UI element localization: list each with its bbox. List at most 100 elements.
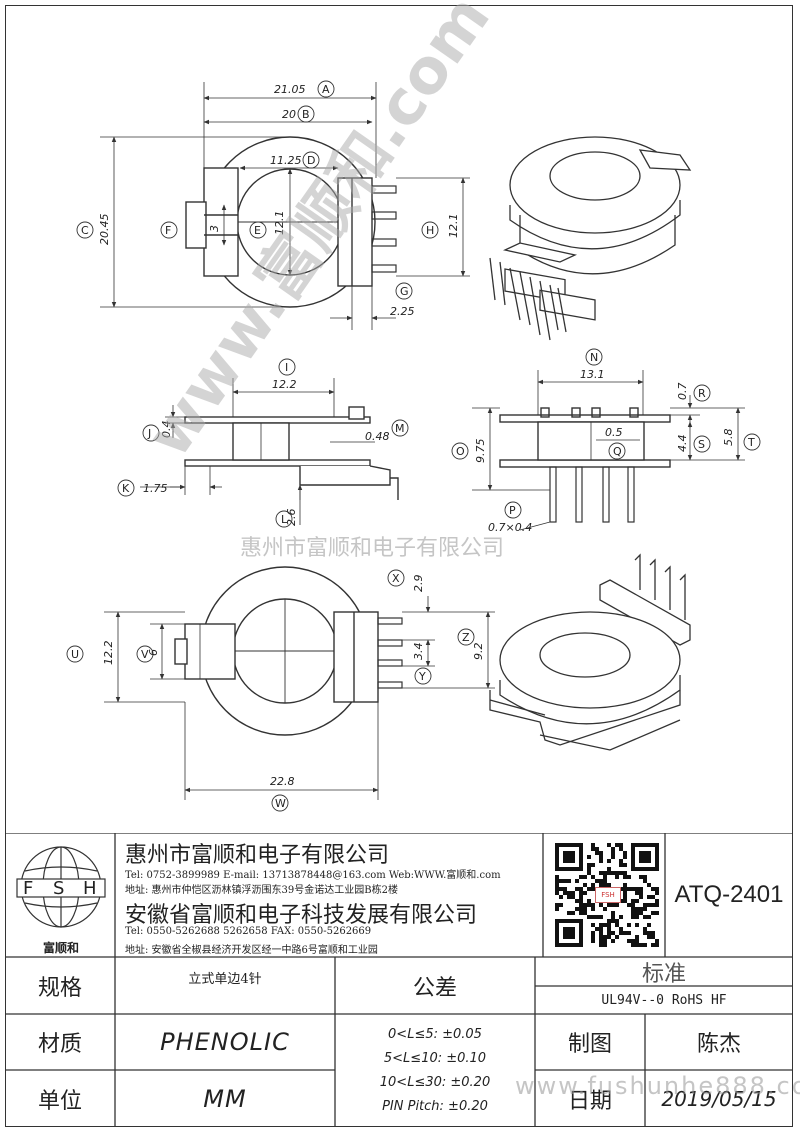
svg-text:4.4: 4.4	[676, 435, 689, 453]
svg-text:13.1: 13.1	[580, 368, 605, 381]
side-view-right	[472, 370, 745, 531]
mid-pins	[549, 466, 635, 523]
svg-text:20.45: 20.45	[98, 214, 111, 246]
svg-text:11.25: 11.25	[270, 154, 302, 167]
left-tab	[203, 167, 239, 277]
material-label: 材质	[37, 1032, 82, 1057]
svg-text:12.2: 12.2	[272, 378, 297, 391]
svg-text:W: W	[275, 797, 286, 810]
svg-text:3: 3	[208, 225, 221, 232]
svg-text:5.8: 5.8	[722, 429, 735, 447]
svg-text:22.8: 22.8	[270, 775, 295, 788]
drawing-sheet	[5, 5, 793, 1127]
svg-text:6: 6	[147, 649, 160, 656]
company-logo: F S H 富顺和	[15, 841, 107, 955]
site-watermark: www.fushunhe888.com	[515, 1072, 800, 1100]
iso-view-upper	[489, 136, 692, 341]
tolerance-list: 0<L≤5: ±0.05 5<L≤10: ±0.10 10<L≤30: ±0.2…	[335, 1023, 535, 1123]
svg-text:3.4: 3.4	[412, 643, 425, 661]
date-label: 日期	[567, 1088, 612, 1114]
tolerance-row: 0<L≤5: ±0.05	[388, 1027, 482, 1042]
unit-value: MM	[203, 1084, 247, 1113]
svg-text:U: U	[71, 648, 79, 661]
bottom-view	[104, 566, 495, 800]
svg-text:F: F	[23, 878, 33, 899]
svg-text:S: S	[698, 438, 705, 451]
svg-text:2.25: 2.25	[390, 305, 415, 318]
svg-text:S: S	[53, 878, 64, 899]
svg-text:0.7: 0.7	[676, 383, 689, 401]
pin-header	[337, 177, 373, 287]
svg-text:12.2: 12.2	[102, 641, 115, 666]
tolerance-row: 5<L≤10: ±0.10	[383, 1051, 487, 1066]
slot-f	[185, 201, 207, 249]
spec-value: 立式单边4针	[188, 971, 262, 987]
reference-bubbles: A B D C F E H G I J M K L N R O S T Q P …	[66, 80, 761, 812]
company2-contact: Tel: 0550-5262688 5262658 FAX: 0550-5262…	[125, 926, 372, 937]
dimension-labels: 21.05 20 11.25 12.1 20.45 3 12.1 2.25 12…	[98, 83, 735, 788]
title-block: F S H 富顺和 惠州市富顺和电子有限公司 Tel: 0752-3899989…	[5, 833, 793, 1127]
svg-text:12.1: 12.1	[273, 211, 286, 236]
top-pins	[371, 185, 397, 273]
technical-drawing: 21.05 20 11.25 12.1 20.45 3 12.1 2.25 12…	[66, 80, 761, 812]
svg-text:D: D	[307, 154, 315, 167]
standard-value: UL94V--0 RoHS HF	[601, 992, 727, 1008]
svg-text:0.48: 0.48	[365, 430, 390, 443]
svg-text:O: O	[456, 445, 465, 458]
company2-name: 安徽省富顺和电子科技发展有限公司	[125, 903, 478, 928]
svg-text:J: J	[147, 427, 151, 440]
tolerance-row: PIN Pitch: ±0.20	[382, 1099, 488, 1114]
svg-text:E: E	[254, 224, 261, 237]
svg-text:H: H	[83, 878, 97, 899]
svg-text:Y: Y	[418, 670, 426, 683]
svg-text:G: G	[400, 285, 409, 298]
svg-text:P: P	[509, 504, 516, 517]
svg-text:N: N	[590, 351, 598, 364]
spec-label: 规格	[37, 975, 82, 1001]
svg-text:0.4: 0.4	[160, 421, 173, 439]
svg-text:L: L	[281, 513, 288, 526]
svg-text:A: A	[322, 83, 330, 96]
company2-address: 地址: 安徽省全椒县经济开发区经一中路6号富顺和工业园	[125, 945, 378, 956]
svg-text:T: T	[747, 436, 755, 449]
material-value: PHENOLIC	[160, 1028, 290, 1056]
date-value: 2019/05/15	[661, 1086, 777, 1111]
company1-contact: Tel: 0752-3899989 E-mail: 13713878448@16…	[125, 870, 501, 881]
svg-text:Z: Z	[462, 631, 470, 644]
company1-name: 惠州市富顺和电子有限公司	[125, 843, 390, 868]
svg-text:1.75: 1.75	[143, 482, 168, 495]
svg-text:2.9: 2.9	[412, 575, 425, 593]
part-number: ATQ-2401	[674, 881, 784, 908]
drawn-by-value: 陈杰	[696, 1032, 741, 1057]
side-view-left	[140, 378, 399, 525]
iso-view-lower	[489, 553, 691, 751]
svg-text:X: X	[392, 572, 400, 585]
tolerance-row: 10<L≤30: ±0.20	[379, 1075, 491, 1090]
svg-text:F: F	[165, 224, 171, 237]
standard-label: 标准	[641, 961, 686, 987]
unit-label: 单位	[37, 1088, 82, 1114]
svg-text:0.5: 0.5	[605, 426, 623, 439]
svg-text:B: B	[302, 108, 310, 121]
top-view	[100, 82, 470, 330]
svg-text:C: C	[81, 224, 89, 237]
svg-text:I: I	[285, 361, 288, 374]
svg-text:Q: Q	[613, 445, 622, 458]
qr-center-logo: FSH	[595, 887, 621, 903]
svg-text:R: R	[698, 387, 706, 400]
drawn-by-label: 制图	[567, 1032, 612, 1057]
svg-text:9.2: 9.2	[472, 643, 485, 661]
company-watermark: 惠州市富顺和电子有限公司	[240, 536, 505, 561]
logo-caption: 富顺和	[42, 941, 79, 955]
svg-text:V: V	[141, 648, 149, 661]
svg-text:M: M	[395, 422, 405, 435]
bottom-pins	[377, 617, 403, 689]
company1-address: 地址: 惠州市仲恺区沥林镇浮沥围东39号金诺达工业园B栋2楼	[125, 885, 398, 896]
qr-code: FSH	[555, 843, 659, 947]
svg-text:12.1: 12.1	[447, 214, 460, 239]
svg-text:9.75: 9.75	[474, 439, 487, 464]
tolerance-label: 公差	[412, 975, 457, 1001]
svg-text:K: K	[122, 482, 130, 495]
svg-text:H: H	[426, 224, 434, 237]
svg-text:20: 20	[282, 108, 296, 121]
